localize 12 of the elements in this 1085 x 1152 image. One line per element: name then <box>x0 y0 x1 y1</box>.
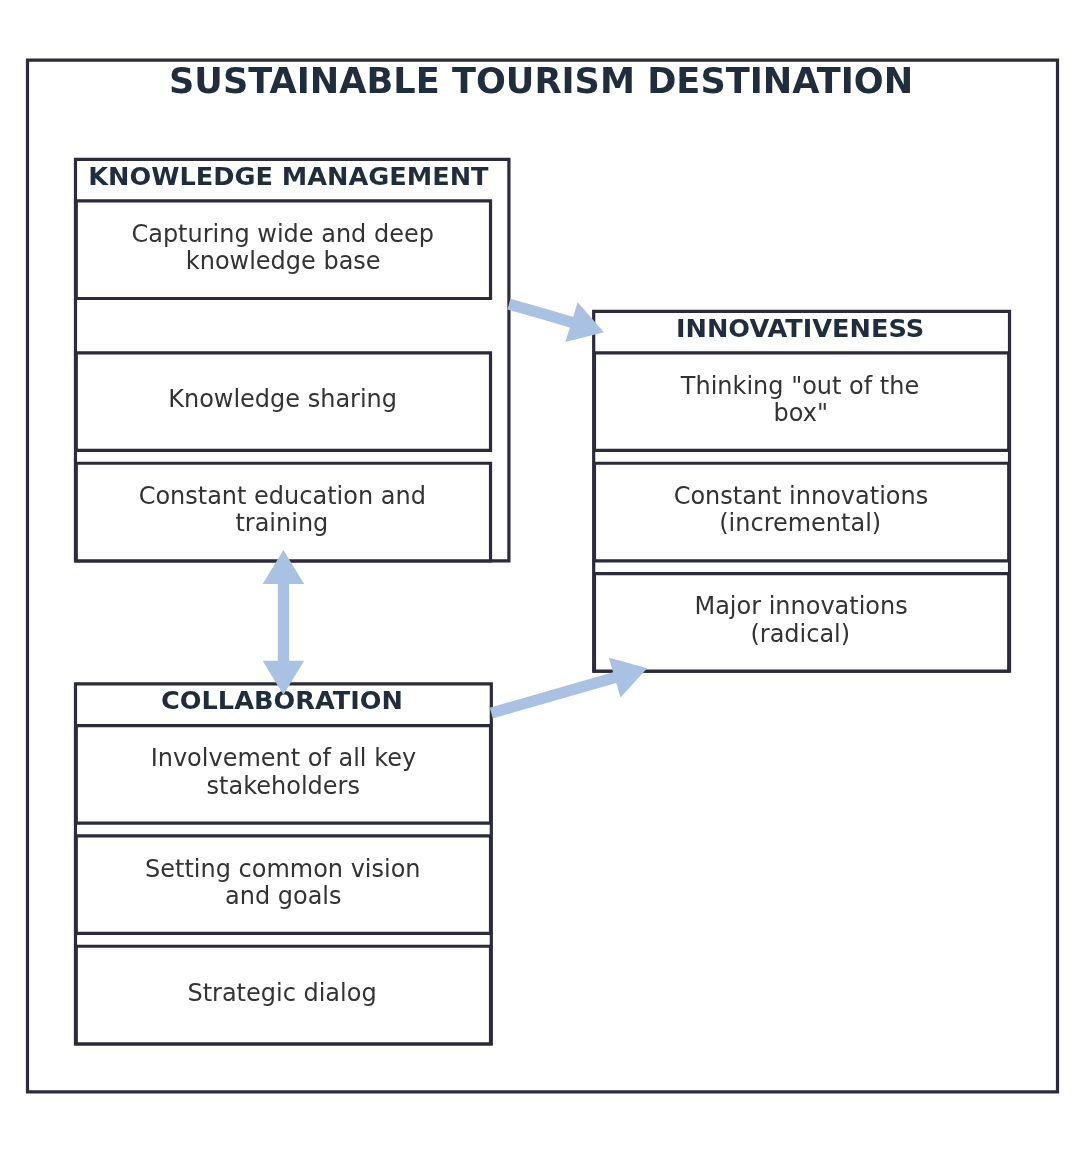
node-box: Involvement of all key stakeholders <box>74 723 493 825</box>
node-box: Strategic dialog <box>74 944 493 1046</box>
arrow <box>507 298 604 343</box>
node-box: Thinking "out of the box" <box>592 351 1011 453</box>
node-box: Constant innovations (incremental) <box>592 461 1011 563</box>
node-box: Capturing wide and deep knowledge base <box>74 199 493 301</box>
node-box: Setting common vision and goals <box>74 834 493 936</box>
node-box: Constant education and training <box>74 461 493 563</box>
node-box: Knowledge sharing <box>74 351 493 453</box>
arrow <box>262 550 305 695</box>
node-box: Major innovations (radical) <box>592 572 1011 673</box>
arrow <box>489 657 648 719</box>
